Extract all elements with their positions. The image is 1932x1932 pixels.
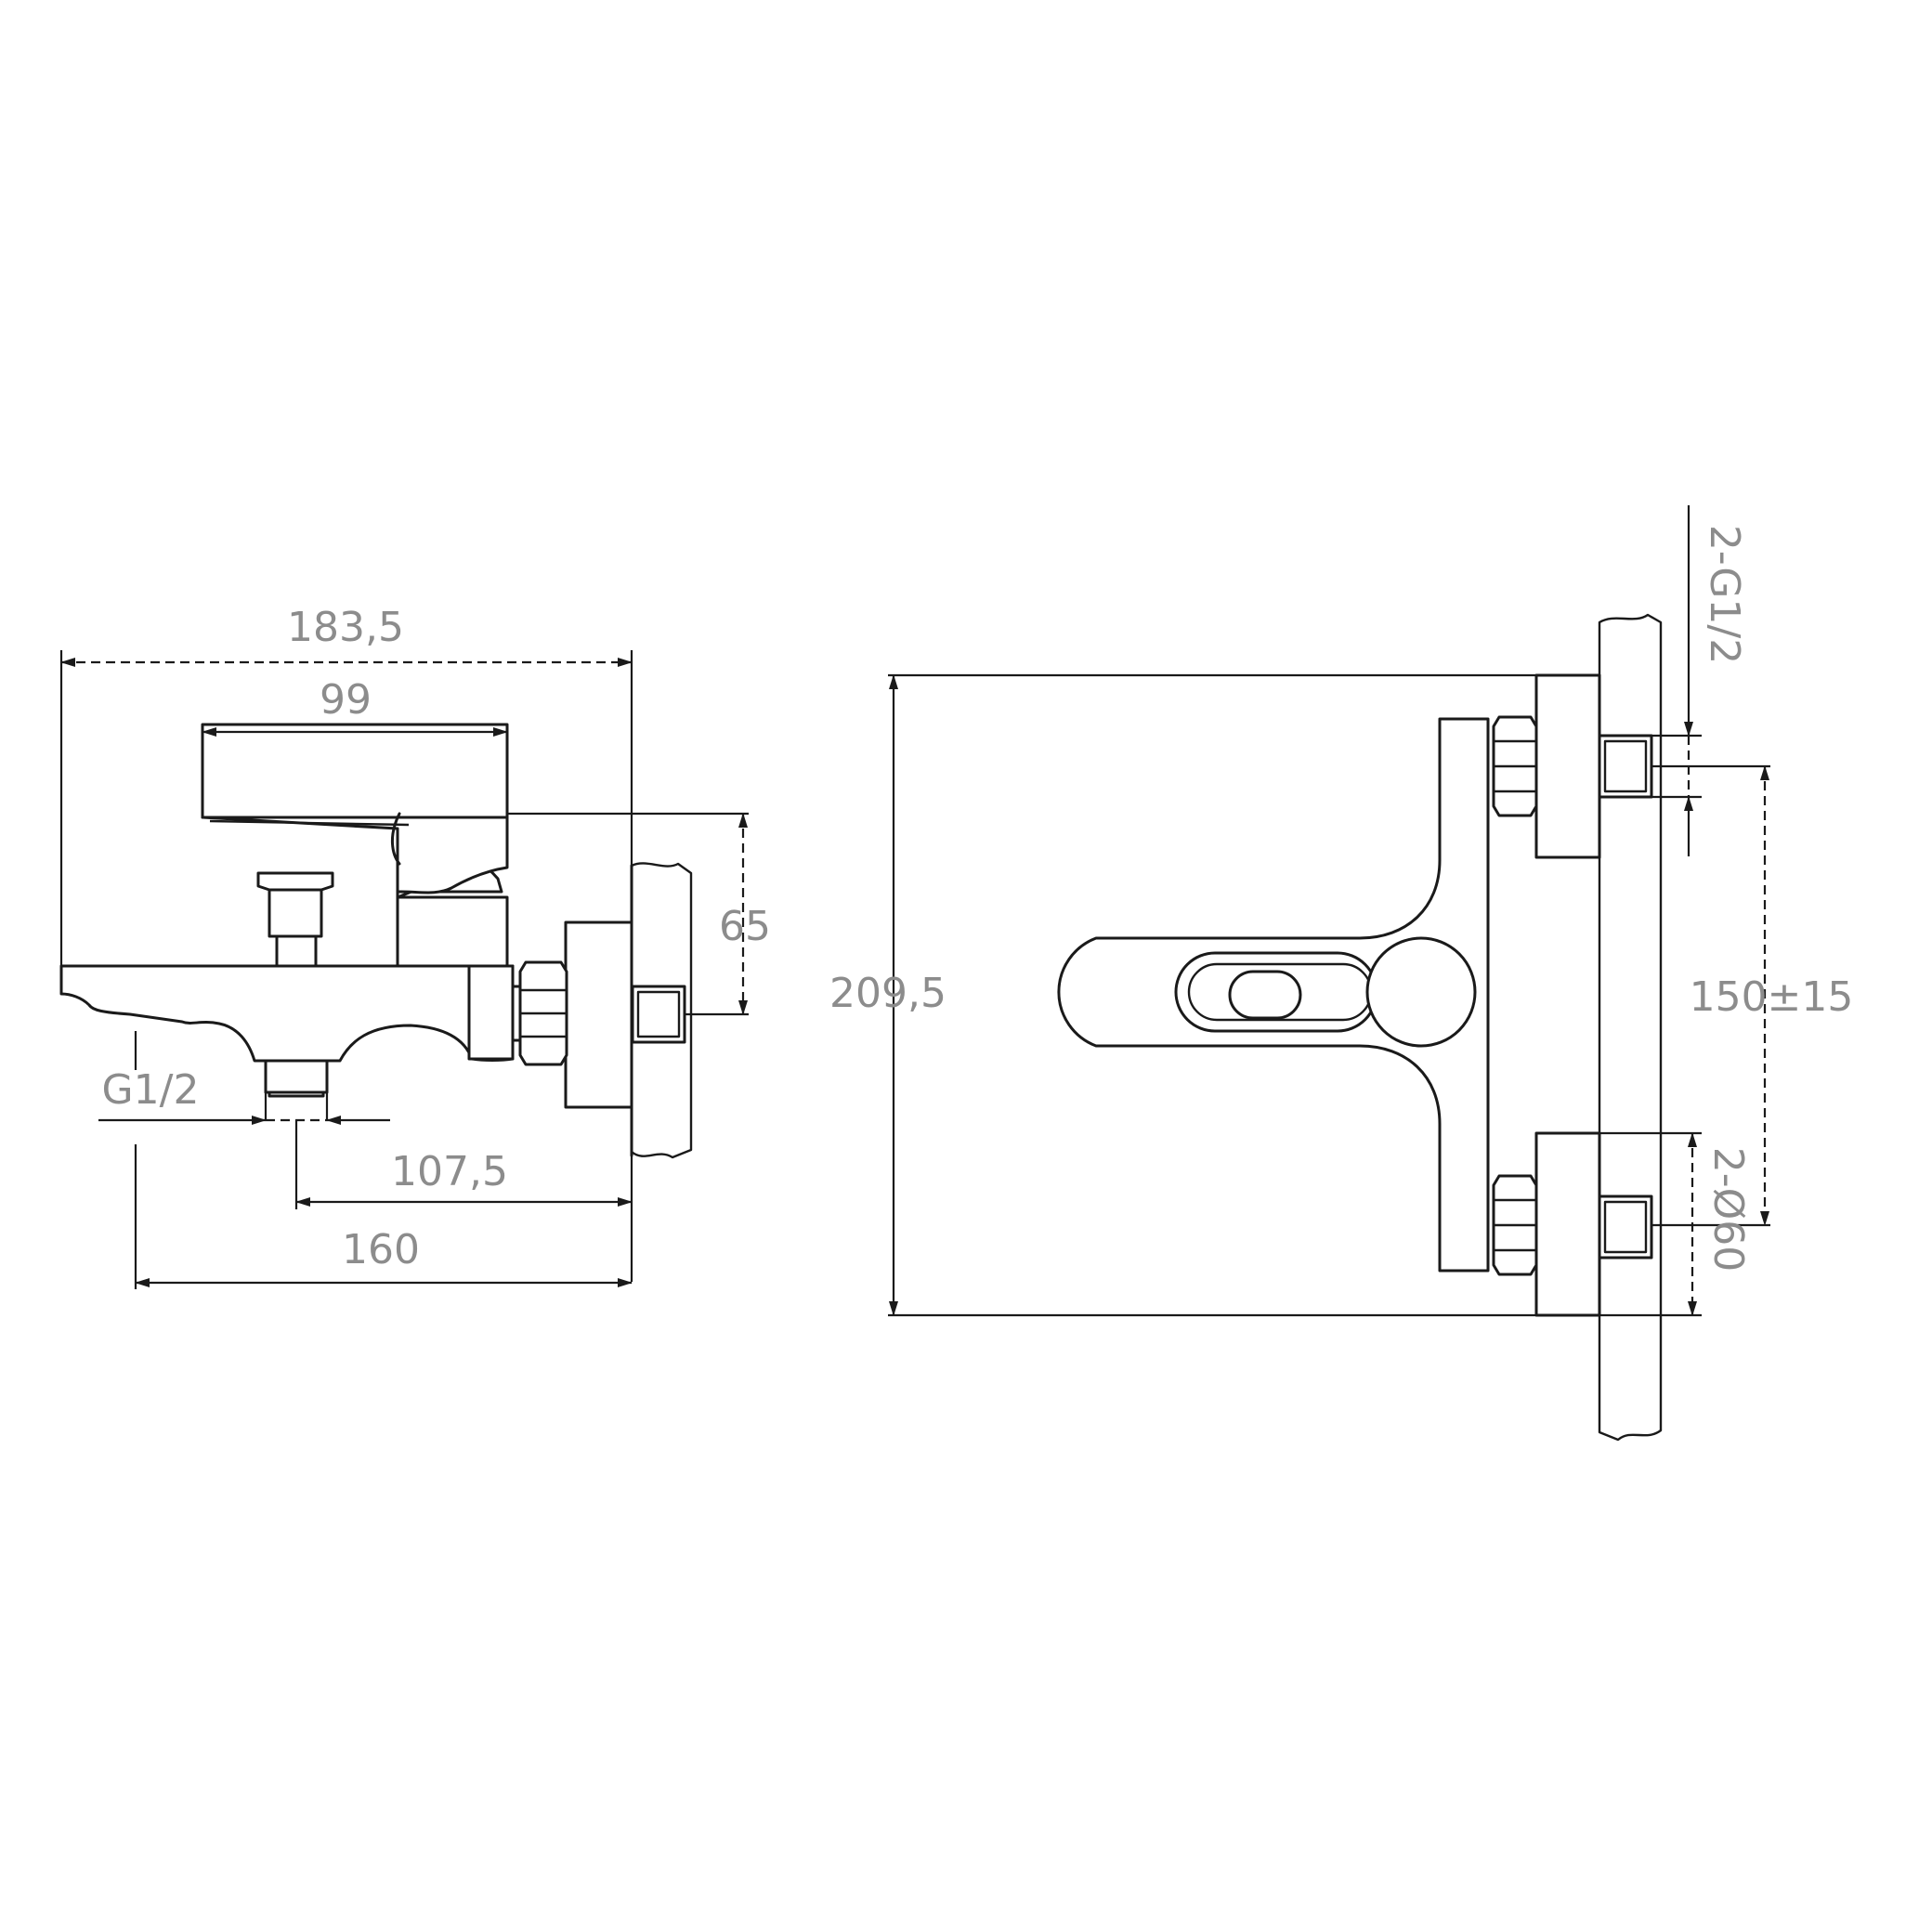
label-outlet-to-wall: 107,5 [391, 1148, 508, 1195]
label-inlet-thread-front: 2-G1/2 [1701, 525, 1748, 664]
dim-inlet-thread-front: 2-G1/2 [1651, 505, 1748, 856]
dim-outlet-to-wall: 107,5 [294, 1120, 633, 1282]
front-wall [1598, 613, 1663, 1442]
label-height-to-wall: 65 [719, 903, 771, 950]
side-lever-handle [201, 723, 509, 968]
dim-overall-height: 209,5 [829, 673, 1599, 1317]
front-handle-knob [1365, 936, 1477, 1048]
label-lever-length: 99 [320, 676, 372, 724]
label-spout-to-wall: 160 [342, 1226, 420, 1273]
dim-lever-length: 99 [201, 676, 509, 814]
front-top-hex-nut [1492, 715, 1538, 817]
side-hex-nut [511, 960, 568, 1066]
label-flange-diameter: 2-Ø60 [1704, 1147, 1752, 1273]
dim-spout-to-wall: 160 [134, 1031, 633, 1289]
side-diverter-knob [256, 871, 334, 968]
front-bottom-flange [1534, 1131, 1653, 1317]
side-faucet-body [59, 964, 515, 1063]
dim-inlet-thread: G1/2 [98, 1066, 390, 1125]
dim-inlet-spacing: 150±15 [1651, 764, 1854, 1227]
label-inlet-thread: G1/2 [102, 1066, 200, 1114]
dim-flange-diameter: 2-Ø60 [1599, 1131, 1752, 1317]
front-top-flange [1534, 673, 1653, 859]
label-overall-height: 209,5 [829, 970, 946, 1017]
dim-height-to-wall: 65 [507, 812, 771, 1016]
label-inlet-spacing: 150±15 [1690, 973, 1854, 1021]
side-wall-flange [564, 920, 686, 1109]
front-view: 209,5 150±15 2-G1/2 2-Ø60 [829, 505, 1854, 1442]
side-view: 183,5 99 65 G1/2 [59, 604, 771, 1289]
label-overall-length: 183,5 [287, 604, 404, 651]
front-bottom-hex-nut [1492, 1174, 1538, 1276]
dim-overall-length: 183,5 [59, 604, 633, 966]
side-outlet-fitting [264, 1059, 329, 1098]
front-lever-slot [1174, 951, 1378, 1033]
